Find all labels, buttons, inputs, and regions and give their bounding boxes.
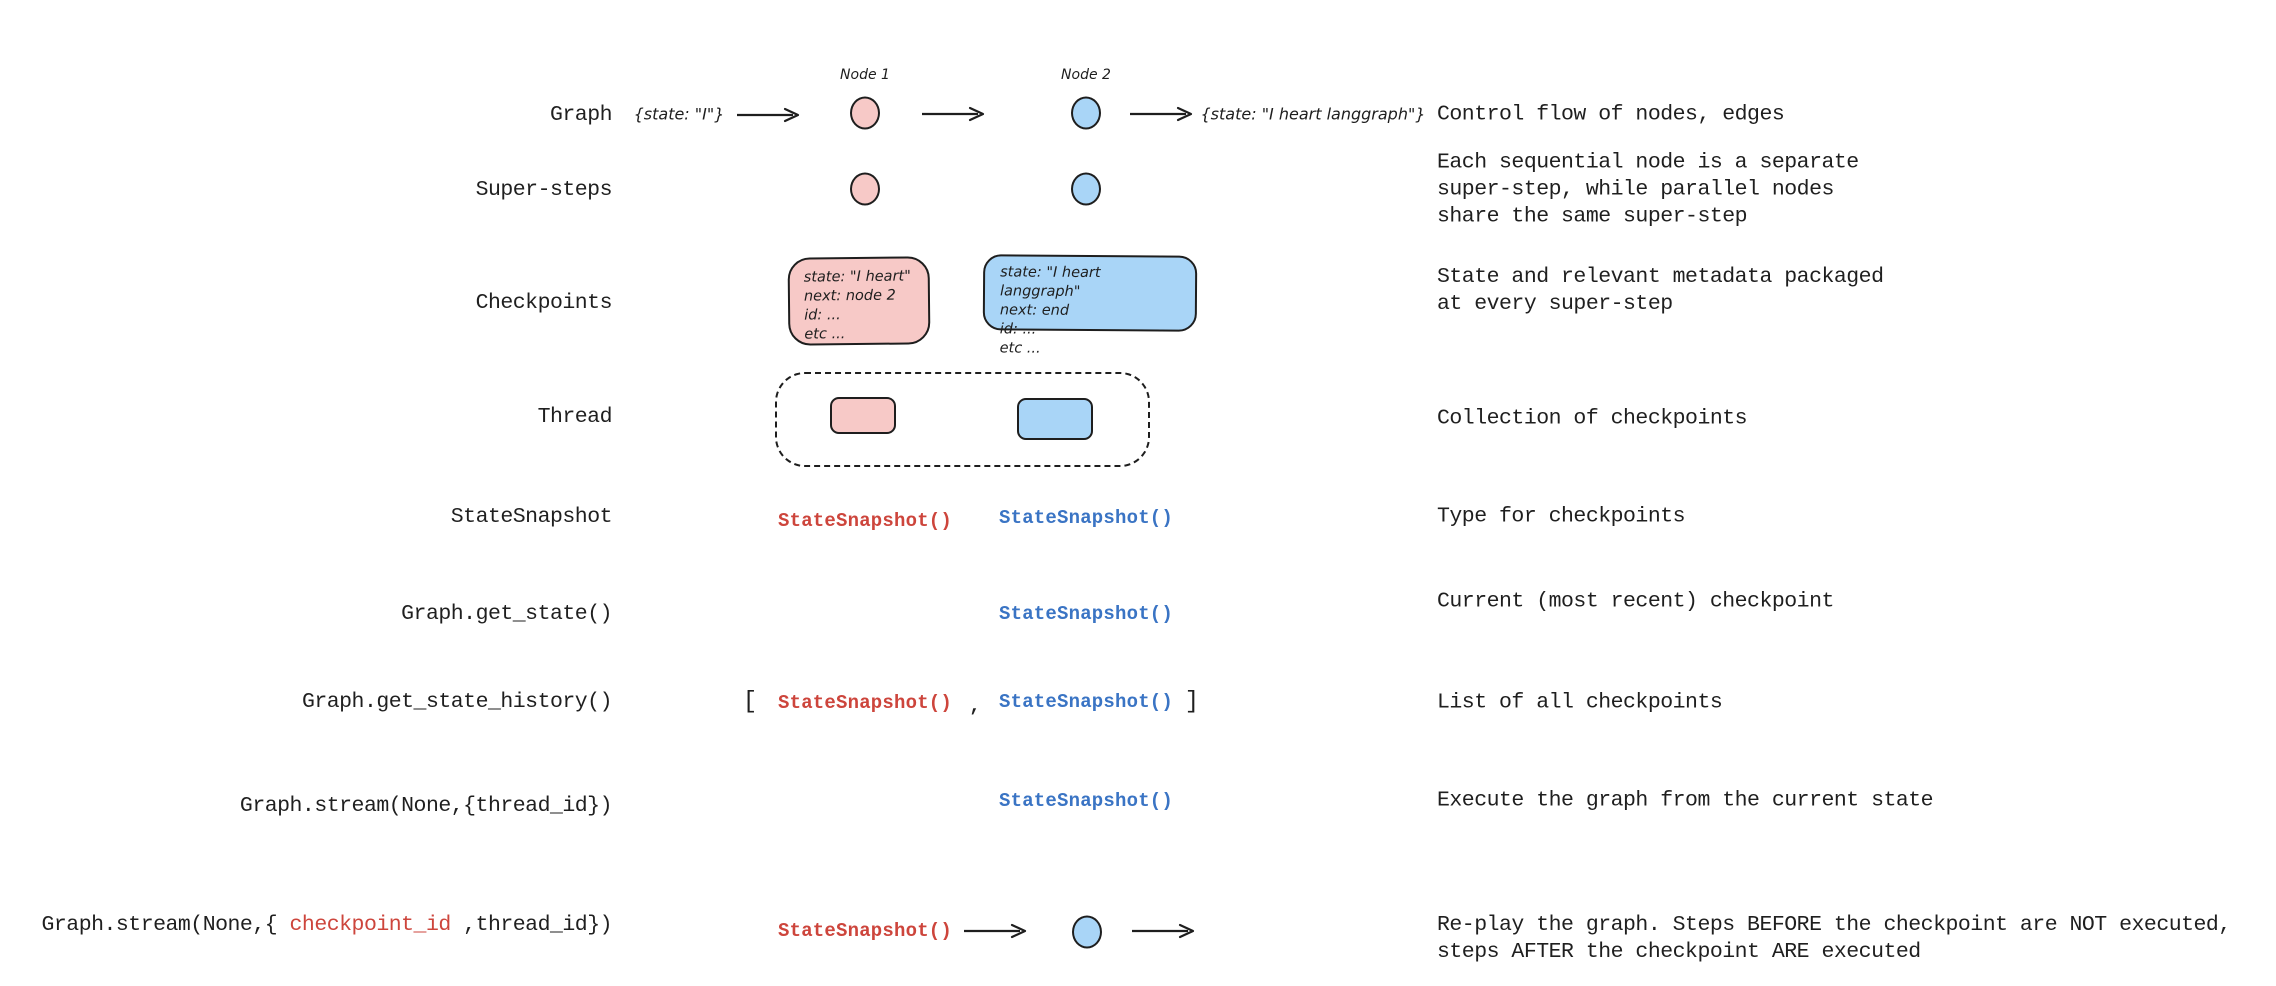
checkpoint1-box: state: "I heart" next: node 2 id: ... et…: [787, 256, 931, 346]
row-label-replay: Graph.stream(None,{ checkpoint_id ,threa…: [0, 889, 612, 961]
replay-label-checkpoint-id: checkpoint_id: [289, 913, 452, 937]
thread-checkpoint1-rect: [830, 397, 896, 434]
thread-checkpoint2-rect: [1017, 398, 1093, 440]
statesnapshot-red-value: StateSnapshot(): [777, 510, 953, 532]
desc-get-state: Current (most recent) checkpoint: [1437, 589, 1834, 614]
replay-label-suffix: ,thread_id}): [450, 913, 612, 937]
row-label-statesnapshot: StateSnapshot: [450, 505, 613, 529]
thread-container-box: [775, 372, 1150, 467]
superstep2-circle: [1071, 172, 1101, 206]
replay-label-prefix: Graph.stream(None,{: [41, 913, 290, 937]
arrow-right-icon: [920, 105, 988, 123]
list-bracket-close: ]: [1184, 688, 1200, 716]
desc-get-state-history: List of all checkpoints: [1437, 690, 1723, 715]
desc-checkpoints: State and relevant metadata packaged at …: [1437, 265, 1884, 316]
arrow-right-icon: [735, 106, 803, 124]
graph-input-state-text: {state: "I"}: [633, 104, 725, 124]
row-label-graph: Graph: [549, 103, 613, 127]
arrow-right-icon: [1130, 922, 1198, 940]
history-blue-value: StateSnapshot(): [998, 691, 1174, 713]
row-label-supersteps: Super-steps: [475, 178, 613, 202]
row-label-get-state-history: Graph.get_state_history(): [301, 690, 613, 714]
replay-node-circle: [1072, 915, 1102, 949]
list-comma: ,: [969, 695, 981, 717]
checkpoint2-box: state: "I heart langgraph" next: end id:…: [982, 254, 1198, 357]
desc-stream: Execute the graph from the current state: [1437, 788, 1934, 813]
superstep1-circle: [850, 172, 880, 206]
arrow-right-icon: [1128, 105, 1196, 123]
statesnapshot-blue-value: StateSnapshot(): [998, 507, 1174, 529]
row-label-stream: Graph.stream(None,{thread_id}): [239, 794, 613, 818]
desc-supersteps: Each sequential node is a separate super…: [1437, 150, 1859, 229]
history-red-value: StateSnapshot(): [777, 692, 953, 714]
desc-graph: Control flow of nodes, edges: [1437, 102, 1785, 127]
desc-statesnapshot: Type for checkpoints: [1437, 504, 1686, 529]
desc-replay: Re-play the graph. Steps BEFORE the chec…: [1437, 913, 2231, 964]
stream-value: StateSnapshot(): [998, 790, 1174, 812]
node2-circle: [1071, 96, 1101, 130]
row-label-checkpoints: Checkpoints: [475, 291, 613, 315]
node1-label: Node 1: [840, 67, 890, 83]
list-bracket-open: [: [742, 688, 758, 716]
node1-circle: [850, 96, 880, 130]
replay-red-value: StateSnapshot(): [777, 920, 953, 942]
row-label-get-state: Graph.get_state(): [401, 602, 612, 626]
graph-output-state-text: {state: "I heart langgraph"}: [1200, 104, 1426, 124]
node2-label: Node 2: [1061, 67, 1111, 83]
desc-thread: Collection of checkpoints: [1437, 406, 1748, 431]
get-state-value: StateSnapshot(): [998, 603, 1174, 625]
arrow-right-icon: [962, 922, 1030, 940]
row-label-thread: Thread: [537, 405, 613, 429]
